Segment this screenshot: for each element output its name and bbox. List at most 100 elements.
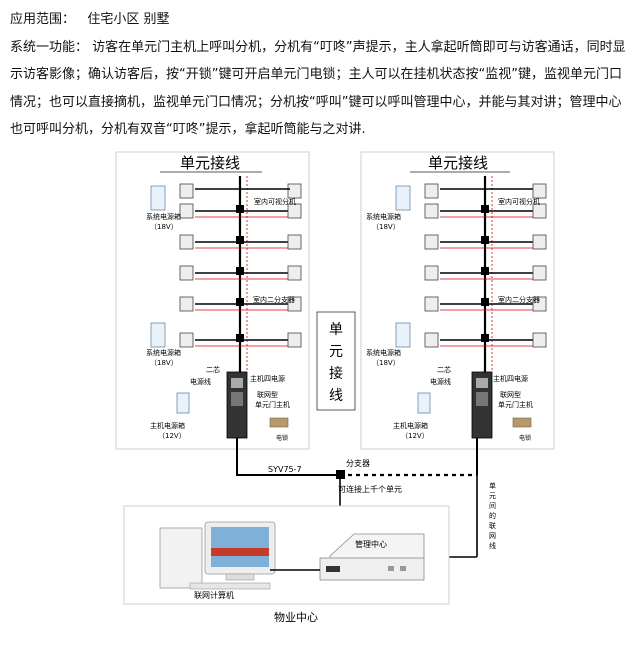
right-indoor-unit-label: 室内可视分机 <box>498 197 540 206</box>
vertical-note-char-4: 的 <box>489 511 496 520</box>
connect-note: 可连接上千个单元 <box>338 484 402 494</box>
right-floor-rows <box>424 183 547 348</box>
function-description: 系统一功能： 访客在单元门主机上呼叫分机，分机有“叮咚”声提示，主人拿起听筒即可… <box>10 39 626 138</box>
power-box-icon <box>395 322 411 348</box>
vertical-note-char-6: 网 <box>489 532 496 540</box>
door-host-keypad <box>476 392 488 406</box>
right-floor-5 <box>424 332 547 348</box>
right-floor-3 <box>424 265 547 281</box>
left-floor-5 <box>179 332 302 348</box>
middle-char-4: 线 <box>329 388 343 404</box>
distributor-icon <box>336 470 345 479</box>
manager-device-icon <box>319 533 425 581</box>
right-floor-1 <box>424 203 547 219</box>
intercom-icon <box>424 265 439 281</box>
vertical-note-char-3: 间 <box>489 502 496 510</box>
right-power-box-1-spec: （18V） <box>372 223 400 231</box>
right-power-box-1: 系统电源箱 <box>366 212 401 221</box>
intercom-icon <box>287 296 302 312</box>
splitter-icon <box>236 236 244 244</box>
door-host-screen <box>476 378 488 388</box>
splitter-icon <box>481 267 489 275</box>
property-center-label: 物业中心 <box>274 610 318 624</box>
left-power-box-2: 系统电源箱 <box>146 348 181 357</box>
vertical-note-char-2: 元 <box>489 492 496 500</box>
left-floor-4 <box>179 296 302 312</box>
intercom-icon <box>179 296 194 312</box>
host-power-box-icon <box>176 392 190 414</box>
intercom-icon <box>424 203 439 219</box>
computer-icon <box>159 521 276 590</box>
right-host-power-box-spec: （12V） <box>401 432 429 440</box>
intercom-icon <box>532 183 547 199</box>
left-splitter-label: 室内二分支器 <box>253 295 295 304</box>
splitter-icon <box>236 298 244 306</box>
intercom-icon <box>287 265 302 281</box>
intercom-icon <box>424 332 439 348</box>
right-lock-label: 电锁 <box>519 434 531 442</box>
scope-value: 住宅小区 别墅 <box>87 12 170 27</box>
right-two-core-label: 二芯 <box>437 365 451 374</box>
middle-char-1: 单 <box>329 322 343 338</box>
splitter-icon <box>481 205 489 213</box>
vertical-note-char-7: 线 <box>489 541 496 550</box>
intercom-icon <box>179 332 194 348</box>
splitter-icon <box>481 236 489 244</box>
left-panel-border <box>115 151 310 450</box>
middle-wiring-box: 单 元 接 线 <box>316 311 356 411</box>
intercom-icon <box>424 296 439 312</box>
splitter-icon <box>481 334 489 342</box>
host-power-box-icon <box>417 392 431 414</box>
left-host-power-line: 主机四电源 <box>250 374 285 383</box>
intercom-icon <box>179 183 194 199</box>
left-host-power-box: 主机电源箱 <box>150 421 185 430</box>
middle-char-3: 接 <box>329 365 343 382</box>
middle-char-2: 元 <box>329 344 343 360</box>
left-floor-2 <box>179 234 302 250</box>
computer-label: 联网计算机 <box>194 590 234 600</box>
intercom-icon <box>287 183 302 199</box>
right-unit-panel: 单元接线 <box>360 151 555 450</box>
right-host-power-line: 主机四电源 <box>493 374 528 383</box>
power-box-icon <box>150 185 166 211</box>
intercom-icon <box>179 265 194 281</box>
left-indoor-unit-label: 室内可视分机 <box>254 197 296 206</box>
vertical-note-char-1: 单 <box>489 481 496 490</box>
scope-line: 应用范围： 住宅小区 别墅 <box>10 6 632 34</box>
intercom-icon <box>424 183 439 199</box>
intro-text: 应用范围： 住宅小区 别墅 系统一功能： 访客在单元门主机上呼叫分机，分机有“叮… <box>10 6 632 144</box>
intercom-icon <box>424 234 439 250</box>
intercom-icon <box>287 203 302 219</box>
vertical-note-char-5: 联 <box>489 521 496 530</box>
left-unit-panel: 单元接线 <box>115 151 310 450</box>
left-power-box-1: 系统电源箱 <box>146 212 181 221</box>
left-two-core-label: 二芯 <box>206 365 220 374</box>
cable-label: SYV75-7 <box>268 465 302 474</box>
right-floor-2 <box>424 234 547 250</box>
left-floor-3 <box>179 265 302 281</box>
right-splitter-label: 室内二分支器 <box>498 295 540 304</box>
splitter-icon <box>236 334 244 342</box>
right-power-line-label: 电源线 <box>430 377 451 386</box>
property-center: 联网计算机 管理中心 <box>123 505 450 605</box>
intercom-icon <box>532 332 547 348</box>
left-power-box-1-spec: （18V） <box>150 223 178 231</box>
right-floor-4 <box>424 296 547 312</box>
left-floor-1 <box>179 203 302 219</box>
left-power-line-label: 电源线 <box>190 377 211 386</box>
left-host-power-box-spec: （12V） <box>158 432 186 440</box>
intercom-icon <box>179 203 194 219</box>
door-host-keypad <box>231 392 243 406</box>
right-host-power-box: 主机电源箱 <box>393 421 428 430</box>
right-panel-border <box>360 151 555 450</box>
right-host-model-1: 联网型 <box>500 390 521 399</box>
left-host-model-1: 联网型 <box>257 390 278 399</box>
power-box-icon <box>150 322 166 348</box>
intercom-icon <box>532 203 547 219</box>
left-lock-label: 电锁 <box>276 434 288 442</box>
manager-label: 管理中心 <box>355 539 387 549</box>
intercom-icon <box>287 332 302 348</box>
right-power-box-2: 系统电源箱 <box>366 348 401 357</box>
left-host-model-2: 单元门主机 <box>255 400 290 409</box>
